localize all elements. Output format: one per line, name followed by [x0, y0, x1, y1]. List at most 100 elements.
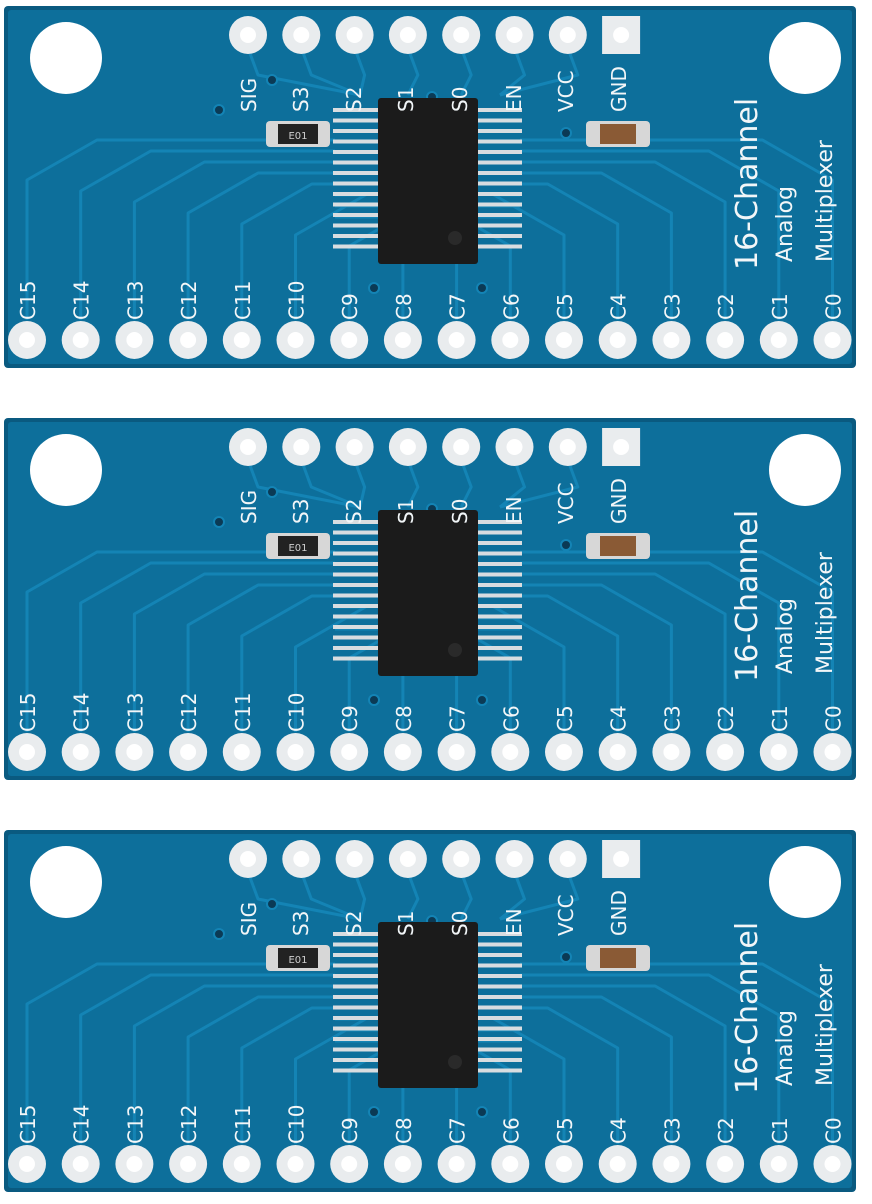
top-pin-label: EN [502, 84, 526, 112]
header-hole [72, 744, 89, 760]
header-hole [453, 439, 470, 455]
header-hole [19, 744, 35, 760]
via [476, 282, 488, 294]
header-hole [233, 332, 250, 348]
top-pin-label: GND [607, 478, 631, 524]
bottom-pin-label: C6 [499, 293, 523, 320]
header-hole [394, 332, 411, 348]
board-title: 16-Channel [730, 98, 765, 270]
multiplexer-chip [378, 98, 478, 264]
bottom-pin-label: C1 [768, 1117, 792, 1144]
header-hole [717, 744, 734, 760]
header-hole [346, 851, 363, 867]
bottom-pin-label: C7 [446, 1117, 470, 1144]
via [476, 1106, 488, 1118]
board-subtitle: Multiplexer [813, 963, 838, 1086]
header-hole [346, 439, 363, 455]
chip-leads [333, 932, 522, 1073]
bottom-pin-label: C11 [231, 281, 255, 320]
via [213, 104, 225, 116]
header-hole [717, 1156, 734, 1172]
header-hole [770, 744, 787, 760]
header-hole [448, 332, 465, 348]
pcb-traces [25, 459, 834, 732]
top-pin-label: GND [607, 66, 631, 112]
board-title: 16-Channel [730, 510, 765, 682]
top-pin-label: EN [502, 496, 526, 524]
top-pin-label: GND [607, 890, 631, 936]
bottom-pin-label: C7 [446, 705, 470, 732]
header-hole [453, 27, 470, 43]
bottom-pin-label: C11 [231, 1105, 255, 1144]
header-hole [394, 744, 411, 760]
resistor: E01 [266, 945, 330, 971]
capacitor [586, 533, 650, 559]
top-pin-label: SIG [237, 78, 261, 112]
top-pin-label: S0 [448, 499, 472, 524]
board-title: 16-Channel [730, 922, 765, 1094]
header-hole [448, 744, 465, 760]
top-pin-label: EN [502, 908, 526, 936]
header-hole [399, 851, 416, 867]
header-hole [19, 332, 35, 348]
header-hole [72, 332, 89, 348]
header-hole [180, 332, 197, 348]
capacitor [586, 945, 650, 971]
bottom-pin-label: C15 [16, 281, 40, 320]
mounting-hole [30, 434, 102, 506]
bottom-pin-label: C5 [553, 1117, 577, 1144]
header-hole [559, 27, 576, 43]
via [213, 516, 225, 528]
header-hole [824, 332, 841, 348]
header-hole [663, 1156, 680, 1172]
chip-pin1-mark [448, 1055, 462, 1069]
bottom-pin-label: C9 [338, 293, 362, 320]
via [560, 951, 572, 963]
top-pin-label: SIG [237, 902, 261, 936]
top-pin-label: S1 [394, 87, 418, 112]
bottom-pin-label: C10 [285, 1105, 309, 1144]
board-subtitle: Multiplexer [813, 139, 838, 262]
via [266, 74, 278, 86]
header-hole [824, 744, 841, 760]
bottom-pin-label: C12 [177, 693, 201, 732]
header-hole [399, 439, 416, 455]
top-pin-label: VCC [554, 70, 578, 112]
via [266, 486, 278, 498]
header-hole [609, 744, 626, 760]
bottom-pin-label: C8 [392, 705, 416, 732]
bottom-pin-label: C12 [177, 1105, 201, 1144]
bottom-pin-label: C8 [392, 1117, 416, 1144]
mounting-hole [30, 846, 102, 918]
bottom-pin-label: C3 [660, 293, 684, 320]
chip-leads [333, 108, 522, 249]
header-hole [341, 1156, 358, 1172]
header-hole [180, 1156, 197, 1172]
header-hole [556, 332, 572, 348]
header-hole [394, 1156, 411, 1172]
resistor-code: E01 [288, 131, 307, 142]
header-hole [506, 27, 523, 43]
bottom-pin-label: C14 [70, 281, 94, 320]
via [560, 127, 572, 139]
bottom-pin-label: C9 [338, 705, 362, 732]
header-hole [341, 744, 358, 760]
bottom-pin-label: C6 [499, 1117, 523, 1144]
bottom-pin-label: C11 [231, 693, 255, 732]
header-hole [180, 744, 197, 760]
bottom-pin-label: C10 [285, 693, 309, 732]
header-hole [824, 1156, 841, 1172]
header-hole [556, 1156, 572, 1172]
header-hole [346, 27, 363, 43]
bottom-pin-label: C15 [16, 693, 40, 732]
chip-leads [333, 520, 522, 661]
header-hole [663, 744, 680, 760]
board-subtitle: Multiplexer [813, 551, 838, 674]
bottom-pin-label: C1 [768, 705, 792, 732]
header-hole [293, 439, 310, 455]
header-hole [502, 744, 519, 760]
top-pin-label: VCC [554, 894, 578, 936]
